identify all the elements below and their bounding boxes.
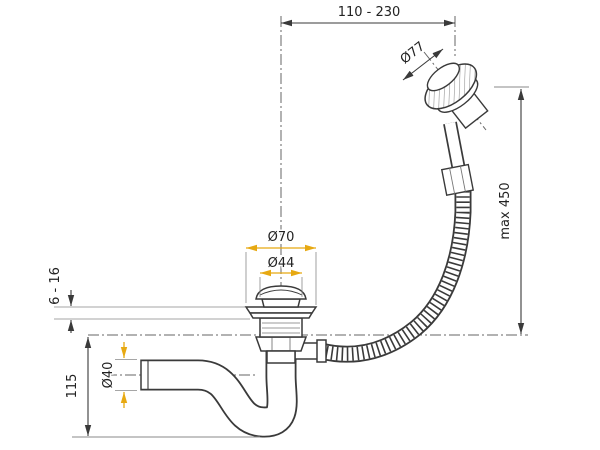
dim-panel-thickness-label: 6 - 16 <box>48 267 63 305</box>
union-nut <box>440 163 475 197</box>
dim-pipe-diameter: Ø40 <box>100 342 137 408</box>
overflow-riser-pipe <box>440 121 475 197</box>
union-nut-body <box>440 163 475 197</box>
dim-line <box>402 48 444 81</box>
dim-trap-depth-label: 115 <box>65 374 80 399</box>
overflow-knob <box>424 62 489 130</box>
dim-max-height: max 450 <box>494 86 529 334</box>
threaded-body <box>259 317 303 338</box>
dim-plug-diameter: Ø44 <box>259 255 303 297</box>
hose-outline <box>318 190 472 363</box>
hose-nut <box>316 339 327 363</box>
plug-neck <box>261 298 301 308</box>
dim-knob-diameter-label: Ø77 <box>398 39 428 67</box>
dim-flange-diameter-label: Ø70 <box>268 230 295 245</box>
hose-bore <box>319 190 470 361</box>
p-trap-siphon <box>140 350 298 438</box>
dim-flange-diameter: Ø70 <box>245 229 317 305</box>
dim-top-span: 110 - 230 <box>281 4 455 27</box>
dim-panel-thickness: 6 - 16 <box>47 266 250 333</box>
flange-upper <box>244 306 318 314</box>
dim-max-height-label: max 450 <box>498 182 513 239</box>
plug-cap-dome <box>255 285 307 300</box>
dim-plug-diameter-label: Ø44 <box>268 256 295 271</box>
nut-facet-line <box>449 168 456 194</box>
nut-facet-line <box>459 166 466 192</box>
tailpiece <box>266 350 296 364</box>
flexible-corrugated-hose <box>318 190 472 363</box>
locknut <box>254 336 308 352</box>
trap-bore <box>141 350 296 436</box>
flange-lower <box>248 312 314 319</box>
dim-top-span-label: 110 - 230 <box>338 5 401 20</box>
hose-ribs <box>319 190 470 361</box>
dim-pipe-diameter-label: Ø40 <box>101 362 116 389</box>
plug-cap-inner-line <box>259 289 303 296</box>
dim-trap-depth: 115 <box>64 337 260 438</box>
drain-plug-assembly <box>244 285 327 364</box>
